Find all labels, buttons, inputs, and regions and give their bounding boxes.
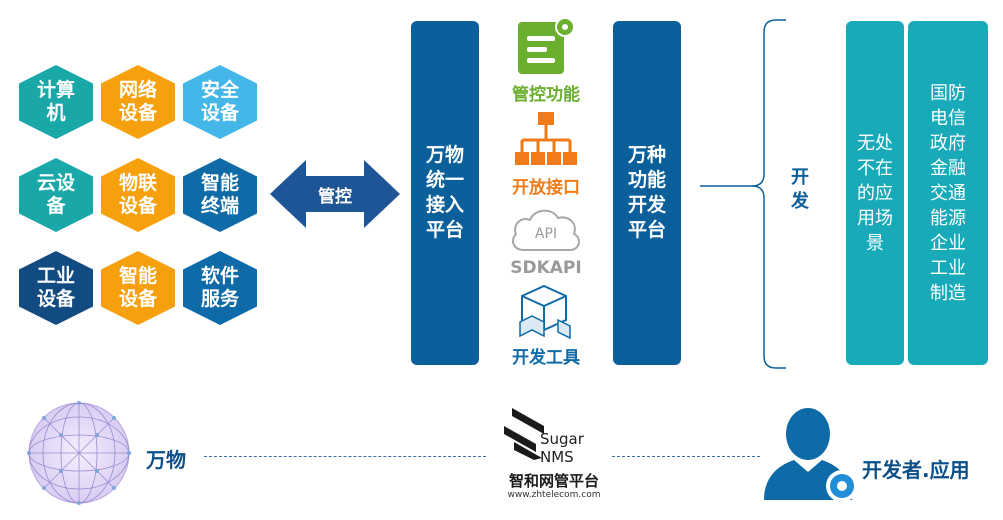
device-hex: 安全设备	[183, 65, 257, 139]
logo-nms-text: NMS	[540, 448, 574, 466]
device-hex-label: 网络设备	[118, 79, 157, 124]
device-hex: 软件服务	[183, 251, 257, 325]
logo-cn-text: 智和网管平台	[508, 472, 599, 490]
feature-label-control: 管控功能	[512, 85, 580, 105]
dashed-line-right	[612, 456, 760, 457]
scenario-box-label: 无处不在的应用场景	[857, 132, 893, 254]
logo-mark-icon	[504, 408, 544, 460]
unified-access-platform-label: 万物统一接入平台	[425, 144, 464, 241]
control-double-arrow: 管控	[270, 160, 400, 228]
things-label: 万物	[146, 448, 186, 472]
device-hex-label: 物联设备	[118, 172, 157, 217]
device-hex: 工业设备	[19, 251, 93, 325]
cubes-icon	[518, 282, 574, 340]
industry-item: 交通	[930, 182, 966, 204]
cloud-api-text: API	[534, 226, 558, 242]
device-hex-label: 智能终端	[200, 172, 239, 217]
dashed-line-left	[204, 456, 486, 457]
arrow-label: 管控	[318, 186, 352, 207]
device-hex-label: 安全设备	[200, 79, 239, 124]
logo-url-text: www.zhtelecom.com	[507, 490, 601, 500]
logo-sugar-text: Sugar	[540, 430, 584, 448]
hierarchy-icon	[514, 110, 578, 170]
industry-item: 制造	[930, 282, 966, 304]
document-gear-icon	[516, 16, 576, 78]
industry-item: 电信	[930, 107, 966, 129]
device-hex: 物联设备	[101, 158, 175, 232]
device-hex: 网络设备	[101, 65, 175, 139]
device-hex: 云设备	[19, 158, 93, 232]
device-hex: 智能设备	[101, 251, 175, 325]
developer-label: 开发者.应用	[862, 458, 970, 482]
industry-item: 能源	[930, 207, 966, 229]
feature-label-open-api: 开放接口	[512, 178, 580, 198]
double-arrow-icon	[270, 160, 400, 228]
sugarnms-logo: Sugar NMS 智和网管平台 www.zhtelecom.com	[500, 408, 608, 508]
industry-item: 国防	[930, 82, 966, 104]
network-sphere-icon	[27, 401, 131, 505]
industry-item: 企业	[930, 232, 966, 254]
industry-item: 工业	[930, 257, 966, 279]
device-hex: 计算机	[19, 65, 93, 139]
device-hex-label: 云设备	[36, 172, 75, 217]
feature-label-dev-tools: 开发工具	[512, 348, 580, 368]
device-hex-label: 计算机	[36, 79, 75, 124]
industry-list: 国防电信政府金融交通能源企业工业制造	[930, 81, 966, 306]
function-dev-platform: 万种功能开发平台	[613, 21, 681, 365]
industry-box: 国防电信政府金融交通能源企业工业制造	[908, 21, 988, 365]
device-hex-label: 工业设备	[36, 265, 75, 310]
scenario-box: 无处不在的应用场景	[846, 21, 904, 365]
feature-label-sdkapi: SDKAPI	[510, 258, 582, 278]
device-hex-label: 软件服务	[200, 265, 239, 310]
device-hex-label: 智能设备	[118, 265, 157, 310]
unified-access-platform: 万物统一接入平台	[411, 21, 479, 365]
brace-connector	[700, 19, 786, 369]
function-dev-platform-label: 万种功能开发平台	[627, 144, 666, 241]
developer-avatar-icon	[764, 408, 858, 502]
cloud-api-icon: API	[508, 206, 584, 256]
device-hex: 智能终端	[183, 158, 257, 232]
develop-label: 开发	[791, 167, 809, 212]
industry-item: 政府	[930, 132, 966, 154]
industry-item: 金融	[930, 157, 966, 179]
